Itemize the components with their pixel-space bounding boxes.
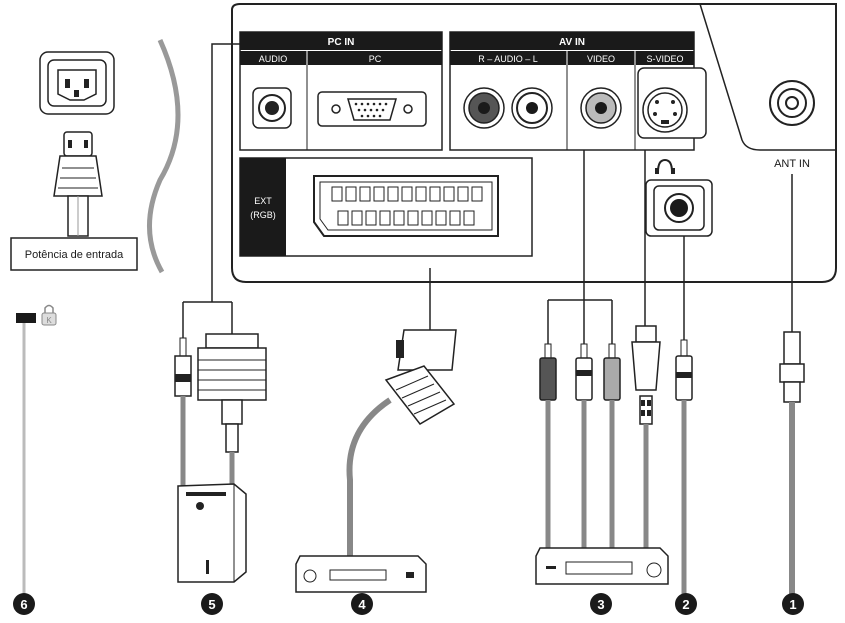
rca-plug-video <box>603 343 621 548</box>
power-cord <box>53 131 103 237</box>
pc-audio-jack[interactable] <box>252 87 292 129</box>
wall-curve <box>147 38 181 274</box>
kensington-lock: K <box>16 304 57 326</box>
av-video-label: VIDEO <box>587 54 615 64</box>
pc-audio-label: AUDIO <box>259 54 288 64</box>
svg-text:6: 6 <box>20 597 27 612</box>
antenna-cable <box>779 331 805 594</box>
s-video-label: S-VIDEO <box>646 54 683 64</box>
ext-label: EXT <box>254 196 272 206</box>
svg-text:2: 2 <box>682 597 689 612</box>
ant-in-label: ANT IN <box>774 158 810 170</box>
rca-plug-audio-r <box>539 343 557 548</box>
headphone-plug <box>675 339 693 596</box>
scart-port[interactable] <box>313 175 499 237</box>
ant-in-port[interactable] <box>769 80 815 126</box>
svg-text:5: 5 <box>208 597 215 612</box>
s-video-jack[interactable] <box>637 67 707 139</box>
svg-text:3: 3 <box>597 597 604 612</box>
power-label: Potência de entrada <box>25 249 124 261</box>
callout-4: 4 <box>351 593 373 615</box>
callout-5: 5 <box>201 593 223 615</box>
s-video-plug <box>631 325 661 548</box>
scart-cable <box>346 329 457 556</box>
headphone-jack[interactable] <box>645 158 713 237</box>
av-video-jack[interactable] <box>580 87 622 129</box>
callout-3: 3 <box>590 593 612 615</box>
svg-text:4: 4 <box>358 597 366 612</box>
connection-lines <box>182 43 793 344</box>
vga-cable <box>197 333 267 488</box>
pc-in-label: PC IN <box>328 37 355 48</box>
callout-1: 1 <box>782 593 804 615</box>
av-audio-r-jack[interactable] <box>463 87 505 129</box>
rca-plug-audio-l <box>575 343 593 548</box>
power-label-box: Potência de entrada <box>10 237 138 271</box>
vcr-device-ext <box>295 555 427 593</box>
pc-label: PC <box>369 54 382 64</box>
lock-letter: K <box>46 316 52 325</box>
vcr-device-av <box>535 547 669 585</box>
av-audio-label: R – AUDIO – L <box>478 54 538 64</box>
computer-tower <box>177 483 247 583</box>
power-socket <box>39 51 115 115</box>
callout-6: 6 <box>13 593 35 615</box>
av-audio-l-jack[interactable] <box>511 87 553 129</box>
callout-2: 2 <box>675 593 697 615</box>
av-in-label: AV IN <box>559 37 585 48</box>
pc-audio-cable <box>174 337 192 488</box>
svg-text:1: 1 <box>789 597 796 612</box>
ext-rgb-label: (RGB) <box>250 210 276 220</box>
pc-vga-port[interactable] <box>317 91 427 127</box>
